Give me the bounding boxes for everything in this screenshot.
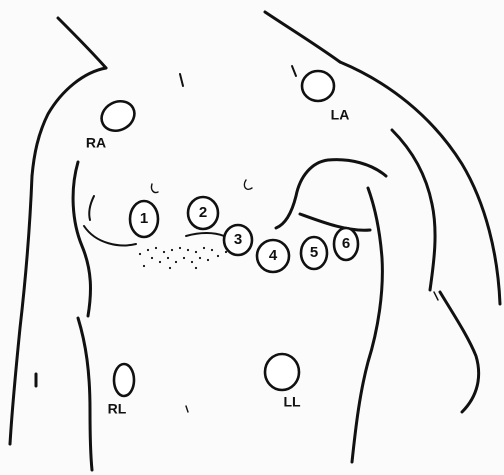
- right-armpit-line: [73, 162, 90, 316]
- electrode-rl: [114, 364, 134, 396]
- sternum-notch-line: [186, 233, 224, 236]
- label-v6: 6: [342, 235, 350, 252]
- torso-outline: [10, 12, 500, 470]
- clavicle-tick: [180, 74, 183, 86]
- left-shoulder-line: [340, 62, 500, 304]
- label-v4: 4: [269, 247, 278, 264]
- label-ra: RA: [86, 135, 106, 151]
- label-rl: RL: [108, 401, 127, 417]
- left-breast-underline: [300, 214, 370, 230]
- label-la: LA: [331, 107, 350, 123]
- left-arm-inner-line: [392, 130, 435, 290]
- right-nipple-mark: [89, 196, 94, 220]
- neck-left-line: [58, 18, 106, 68]
- rib-shading: [139, 247, 227, 269]
- right-breast-underline: [84, 226, 136, 245]
- right-flank-line: [78, 318, 92, 470]
- navel-tick: [186, 406, 188, 412]
- chest-mark-left: [244, 180, 252, 189]
- clavicle-tick-left: [292, 66, 296, 76]
- label-v1: 1: [140, 210, 148, 227]
- right-arm-outer-line: [10, 176, 32, 444]
- chest-mark-right: [151, 184, 158, 193]
- label-ll: LL: [283, 394, 301, 410]
- electrode-la: [302, 71, 334, 101]
- left-elbow-line: [440, 292, 479, 412]
- label-v3: 3: [234, 231, 242, 248]
- electrode-ll: [265, 354, 299, 390]
- right-shoulder-line: [32, 68, 106, 176]
- left-elbow-tick: [434, 292, 438, 300]
- label-v5: 5: [310, 244, 318, 261]
- electrode-ra: [96, 96, 139, 137]
- label-v2: 2: [199, 204, 207, 221]
- chest-electrodes: 1 2 3 4 5 6: [130, 197, 358, 272]
- neck-right-line: [265, 12, 340, 62]
